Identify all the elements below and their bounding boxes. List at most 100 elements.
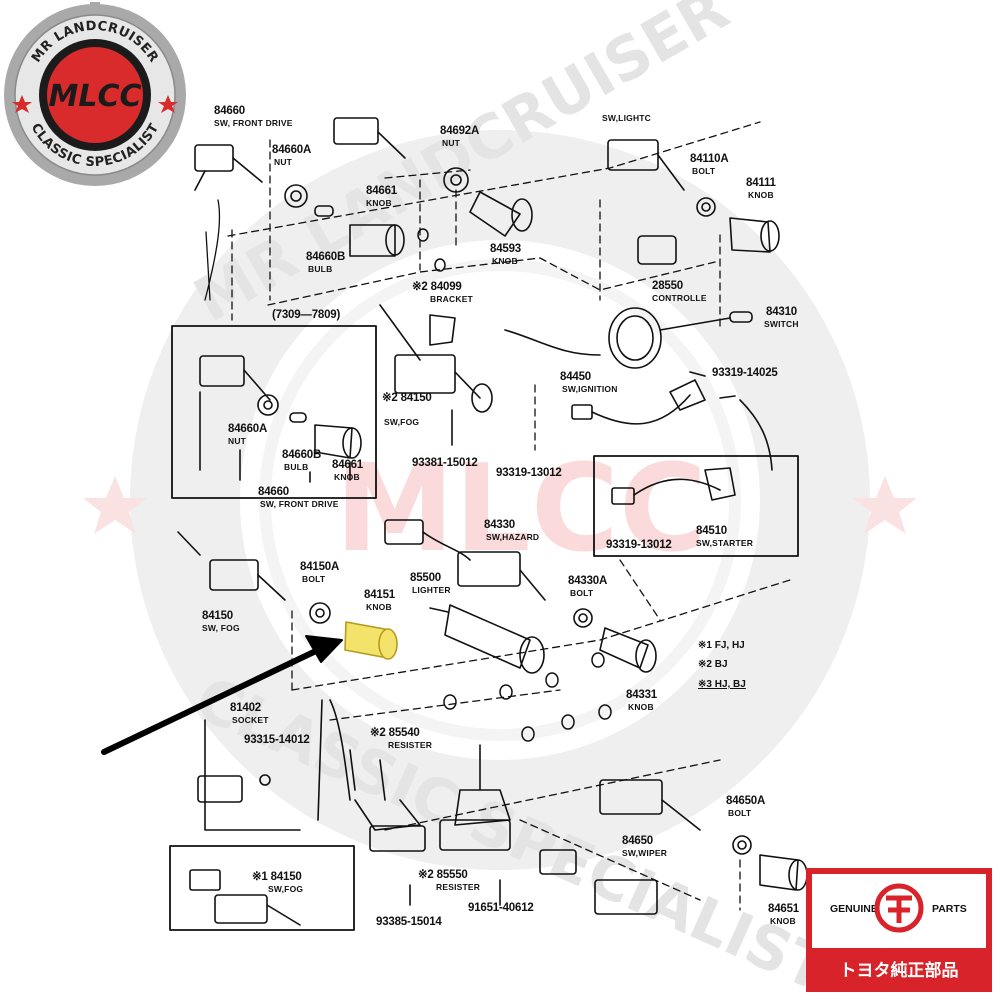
part-number: ※2 85540 bbox=[370, 727, 420, 739]
socket-81402 bbox=[197, 699, 351, 831]
part-number: 84661 bbox=[332, 459, 363, 471]
part-number: 84660B bbox=[306, 251, 346, 263]
part-number: 84150 bbox=[202, 610, 233, 622]
part-number: 85500 bbox=[410, 572, 441, 584]
part-number: 81402 bbox=[230, 702, 261, 714]
part-desc: RESISTER bbox=[436, 882, 481, 892]
fog-switch-left bbox=[177, 531, 331, 624]
part-number: 84660 bbox=[258, 486, 289, 498]
part-number: 84660B bbox=[282, 449, 322, 461]
part-number: ※1 84150 bbox=[252, 871, 302, 883]
part-desc: KNOB bbox=[492, 256, 518, 266]
part-number: 84111 bbox=[746, 177, 776, 189]
part-number: 84650 bbox=[622, 835, 653, 847]
part-number: 93319-13012 bbox=[496, 467, 562, 479]
mlcc-badge-logo: MR LANDCRUISER CLASSIC SPECIALIST MLCC bbox=[4, 2, 186, 186]
genuine-right-text: PARTS bbox=[932, 903, 967, 915]
part-desc: NUT bbox=[274, 157, 293, 167]
part-desc: KNOB bbox=[366, 198, 392, 208]
part-number: 84660A bbox=[272, 144, 312, 156]
part-desc: BOLT bbox=[692, 166, 716, 176]
part-number: 84660 bbox=[214, 105, 245, 117]
part-number: 93319-14025 bbox=[712, 367, 778, 379]
part-number: 84330A bbox=[568, 575, 608, 587]
part-desc: SWITCH bbox=[764, 319, 799, 329]
part-desc: BULB bbox=[308, 264, 333, 274]
panel-holes bbox=[417, 228, 612, 742]
pointer-arrow bbox=[101, 635, 343, 755]
part-desc: BULB bbox=[284, 462, 309, 472]
cigarette-lighter bbox=[429, 604, 545, 674]
part-number: 84150A bbox=[300, 561, 340, 573]
part-desc: LIGHTER bbox=[412, 585, 451, 595]
part-desc: KNOB bbox=[628, 702, 654, 712]
knob-84593 bbox=[443, 167, 533, 237]
part-desc: SW,HAZARD bbox=[486, 532, 540, 542]
part-number: 84651 bbox=[768, 903, 799, 915]
part-number: ※2 84099 bbox=[412, 281, 462, 293]
part-number: 84450 bbox=[560, 371, 591, 383]
genuine-parts-badge: GENUINE PARTS トヨタ純正部品 bbox=[806, 868, 992, 992]
part-number: 84650A bbox=[726, 795, 766, 807]
part-number: 84692A bbox=[440, 125, 480, 137]
part-number: 84593 bbox=[490, 243, 521, 255]
part-desc: SW,FOG bbox=[268, 884, 304, 894]
part-desc: SW, FOG bbox=[202, 623, 240, 633]
light-switch bbox=[607, 139, 780, 265]
resistors bbox=[349, 744, 511, 906]
part-desc: NUT bbox=[442, 138, 461, 148]
part-desc: SW,FOG bbox=[384, 417, 420, 427]
part-number: 84510 bbox=[696, 525, 727, 537]
genuine-left-text: GENUINE bbox=[830, 903, 878, 915]
part-number: 93381-15012 bbox=[412, 457, 478, 469]
part-desc: KNOB bbox=[366, 602, 392, 612]
part-number: 91651-40612 bbox=[468, 902, 534, 914]
part-desc: RESISTER bbox=[388, 740, 433, 750]
part-desc: SW,WIPER bbox=[622, 848, 668, 858]
part-number: 84661 bbox=[366, 185, 397, 197]
knob-84151-highlight bbox=[344, 621, 398, 660]
wiper-switch bbox=[539, 779, 808, 915]
part-number: 93319-13012 bbox=[606, 539, 672, 551]
part-desc: SW, FRONT DRIVE bbox=[260, 499, 339, 509]
part-desc: BOLT bbox=[570, 588, 594, 598]
part-number: 84331 bbox=[626, 689, 657, 701]
part-desc: KNOB bbox=[334, 472, 360, 482]
part-desc: BOLT bbox=[728, 808, 752, 818]
part-desc: BRACKET bbox=[430, 294, 473, 304]
part-number: 84151 bbox=[364, 589, 395, 601]
note-line: ※2 BJ bbox=[698, 659, 728, 670]
part-desc: SOCKET bbox=[232, 715, 269, 725]
part-number: 93315-14012 bbox=[244, 734, 310, 746]
part-desc: SW, FRONT DRIVE bbox=[214, 118, 293, 128]
inset-box-starter bbox=[593, 455, 799, 557]
part-number: 84330 bbox=[484, 519, 515, 531]
part-desc: NUT bbox=[228, 436, 247, 446]
part-desc: SW,IGNITION bbox=[562, 384, 618, 394]
part-desc: KNOB bbox=[770, 916, 796, 926]
part-number: 84110A bbox=[690, 153, 729, 165]
date-range: (7309—7809) bbox=[272, 309, 341, 321]
part-number: 84660A bbox=[228, 423, 268, 435]
fog-switch-mid bbox=[379, 304, 601, 446]
note-line: ※1 FJ, HJ bbox=[698, 640, 745, 651]
part-number: ※2 85550 bbox=[418, 869, 468, 881]
badge-logo-text: MLCC bbox=[48, 79, 141, 114]
panel-outline bbox=[227, 121, 791, 911]
front-drive-switch-inset bbox=[199, 355, 362, 483]
part-number: ※2 84150 bbox=[382, 392, 432, 404]
part-desc: CONTROLLE bbox=[652, 293, 707, 303]
note-line: ※3 HJ, BJ bbox=[698, 679, 746, 690]
part-desc: SW,STARTER bbox=[696, 538, 754, 548]
starter-switch bbox=[611, 467, 736, 505]
part-desc: SW,LIGHTC bbox=[602, 113, 652, 123]
front-drive-switch-top bbox=[194, 117, 406, 257]
hazard-switch bbox=[384, 519, 657, 673]
part-desc: BOLT bbox=[302, 574, 326, 584]
part-desc: KNOB bbox=[748, 190, 774, 200]
inset-box-fog-bottom bbox=[169, 845, 355, 931]
inset-box-front-drive bbox=[171, 325, 377, 499]
